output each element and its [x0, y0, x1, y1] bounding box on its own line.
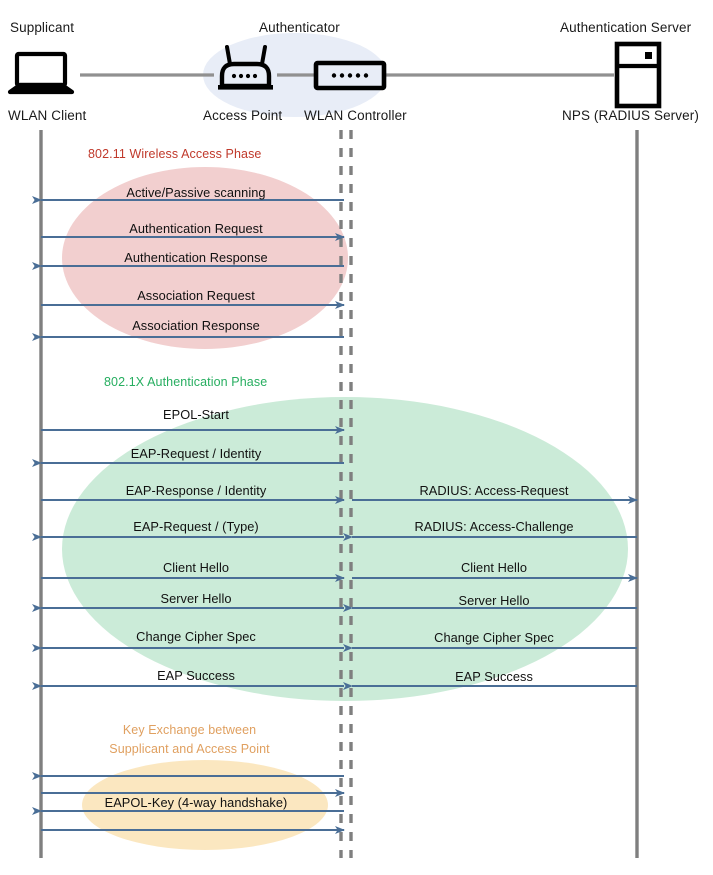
message-label: EAP Success — [455, 669, 533, 684]
message-label: EAP-Request / Identity — [130, 446, 262, 461]
message-label: RADIUS: Access-Request — [419, 483, 569, 498]
message-label: Authentication Response — [124, 250, 268, 265]
message-label: Client Hello — [162, 560, 230, 575]
message-label: Active/Passive scanning — [126, 185, 266, 200]
message-arrows-right — [343, 496, 638, 690]
actor-device-access-point: Access Point — [203, 108, 283, 123]
actor-device-wlan-controller: WLAN Controller — [304, 108, 407, 123]
message-label: EAPOL-Key (4-way handshake) — [104, 795, 288, 810]
actor-role-authenticator: Authenticator — [259, 20, 340, 35]
message-label: Association Request — [137, 288, 255, 303]
laptop-icon — [7, 51, 75, 95]
phase-label-key-exchange-line1: Key Exchange between — [122, 723, 257, 737]
message-label: RADIUS: Access-Challenge — [414, 519, 574, 534]
phase-label-key-exchange-line2: Supplicant and Access Point — [109, 742, 270, 756]
message-label: EAP Success — [157, 668, 235, 683]
phase-label-key-exchange: Key Exchange between Supplicant and Acce… — [97, 721, 282, 759]
phase-label-802-1x: 802.1X Authentication Phase — [104, 375, 268, 389]
message-label: EAP-Response / Identity — [125, 483, 267, 498]
message-label: Authentication Request — [129, 221, 263, 236]
message-label: EPOL-Start — [163, 407, 229, 422]
wlan-controller-icon — [313, 60, 387, 91]
lifelines — [39, 130, 639, 858]
actor-device-nps-radius: NPS (RADIUS Server) — [562, 108, 699, 123]
phase3-ellipse — [82, 760, 328, 850]
message-label: Server Hello — [160, 591, 232, 606]
actor-role-authentication-server: Authentication Server — [560, 20, 692, 35]
message-arrows-left — [32, 196, 345, 834]
message-label: Association Response — [132, 318, 260, 333]
access-point-icon — [218, 45, 273, 90]
actor-role-supplicant: Supplicant — [10, 20, 75, 35]
phase2-ellipse — [62, 397, 628, 701]
message-label: Server Hello — [458, 593, 530, 608]
message-label: EAP-Request / (Type) — [133, 519, 259, 534]
message-label: Change Cipher Spec — [434, 630, 554, 645]
server-icon — [614, 41, 662, 109]
message-label: Change Cipher Spec — [136, 629, 256, 644]
phase1-ellipse — [62, 167, 348, 349]
message-label: Client Hello — [460, 560, 528, 575]
actor-device-wlan-client: WLAN Client — [8, 108, 87, 123]
phase-label-802-11: 802.11 Wireless Access Phase — [88, 147, 262, 161]
